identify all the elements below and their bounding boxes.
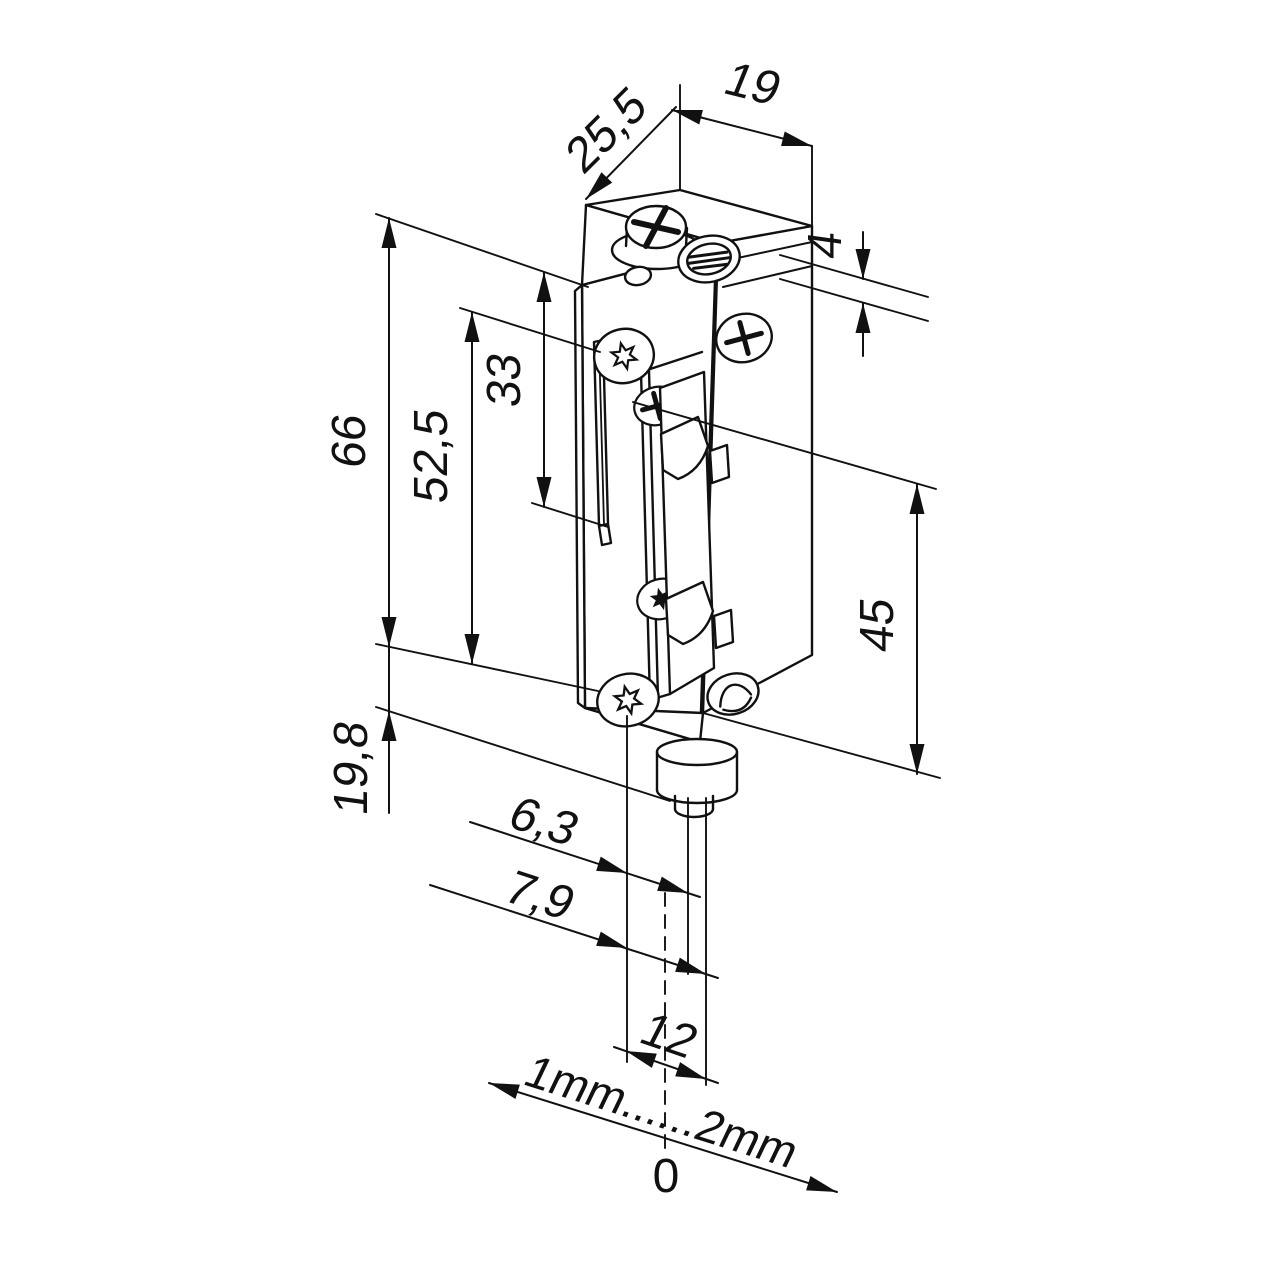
cavity-left-edge — [639, 350, 704, 702]
dim-label-offset-a: 6,3 — [500, 787, 587, 856]
top-screws — [592, 204, 773, 728]
keeper-ramp-top — [659, 415, 710, 481]
dim-label-width: 19 — [717, 52, 789, 115]
keeper-tab-bottom — [712, 608, 735, 650]
dim-label-offset-b: 7,9 — [496, 861, 583, 930]
dim-label-depth: 25,5 — [557, 75, 656, 184]
keeper-tab-top — [708, 443, 731, 485]
dim-label-total-height: 66 — [322, 410, 376, 471]
clamp-screw-icon — [706, 672, 760, 716]
zero-mark-label: 0 — [653, 1150, 680, 1203]
top-phillips-screw-icon — [610, 204, 704, 271]
dim-label-body-height: 45 — [850, 594, 904, 655]
extension-lines — [375, 84, 941, 1157]
latch-keeper — [658, 370, 735, 696]
plunger-tip-sides — [673, 794, 715, 811]
guide-slot-notch — [597, 522, 613, 547]
plunger-tip-bottom — [673, 807, 715, 819]
faceplate-torx-bottom-icon — [596, 672, 660, 728]
faceplate-side — [573, 283, 587, 710]
faceplate-torx-top-icon — [592, 327, 656, 385]
dim-label-plate-length: 52,5 — [404, 405, 458, 506]
keeper-ramp-bottom — [664, 580, 715, 646]
right-face-screw-icon — [715, 312, 773, 364]
dim-line-7-9 — [429, 884, 719, 979]
top-hole — [623, 265, 653, 287]
dim-label-bottom-extension: 19,8 — [324, 717, 378, 818]
plunger-bottom — [655, 788, 739, 805]
adjustment-screw-icon — [677, 234, 741, 284]
scale-arrow-line — [488, 1082, 838, 1193]
plunger-top — [655, 737, 739, 767]
plunger-sides — [655, 750, 739, 792]
dim-label-slot-length: 33 — [477, 349, 531, 410]
keeper-body — [658, 370, 716, 696]
